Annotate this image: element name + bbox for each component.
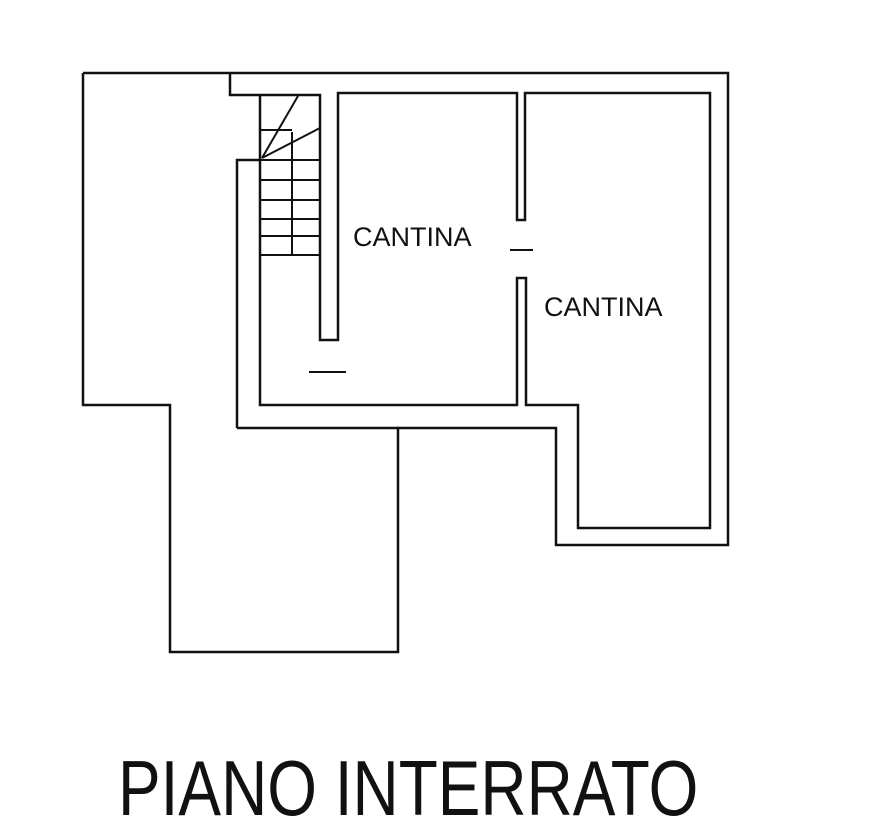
notch-wall <box>228 73 712 530</box>
plan-title: PIANO INTERRATO <box>118 745 698 827</box>
staircase <box>260 95 321 256</box>
room-label-cantina-2: CANTINA <box>544 292 663 322</box>
outer-walls <box>81 71 730 654</box>
outer-boundary <box>81 71 730 654</box>
room-label-cantina-1: CANTINA <box>353 222 472 252</box>
inner-wall-left <box>235 158 260 428</box>
